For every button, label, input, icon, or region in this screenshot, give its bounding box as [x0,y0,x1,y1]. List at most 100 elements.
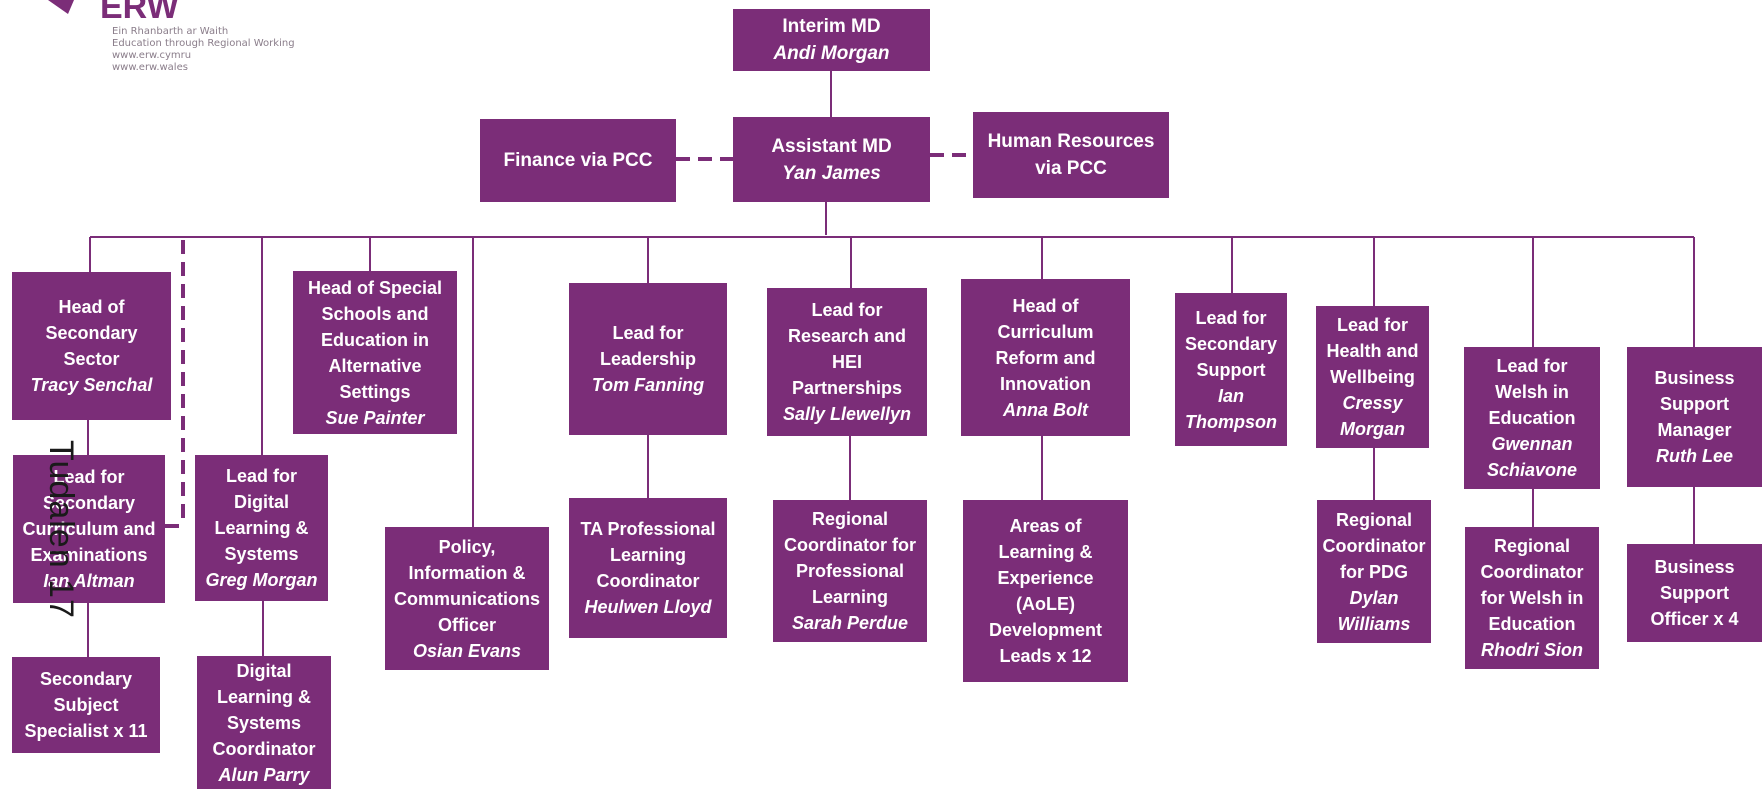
node-title-line: Reform and [995,347,1096,368]
node-title-line: Business [1654,557,1735,577]
node-title-line: Innovation [1000,373,1091,394]
node-person-name: Yan James [782,162,881,184]
node-title-line: Systems [224,544,299,564]
logo-line-3: www.erw.cymru [112,50,192,61]
node-title-line: Coordinator for [784,535,916,555]
node-title-line: Head of Special [307,277,443,298]
node-title-line: Experience [997,568,1094,588]
node-person-name: Cressy Morgan [1340,393,1405,439]
node-person-name: Dylan Williams [1337,587,1411,634]
node-title-line: Digital [233,492,289,512]
node-title-line: Coordinator [212,738,316,759]
erw-logo: ERW Ein Rhanbarth ar Waith Education thr… [40,0,340,90]
node-person-name: Alun Parry [218,764,310,785]
node-title-line: Wellbeing [1330,367,1415,387]
node-title-line: Manager [1657,420,1732,440]
node-title-line: Head of [58,297,125,317]
logo-line-2: Education through Regional Working [112,38,295,49]
node-title-line: Support [1196,359,1266,380]
node-title-line: Systems [226,712,302,733]
node-finance: Finance via PCC [480,119,676,202]
node-title-line: Leadership [599,349,697,369]
node-title-line: Education in [321,329,429,350]
node-title-line: Areas of [1009,516,1082,536]
node-title-line: Lead for [811,300,883,320]
node-person-name: Anna Bolt [1003,399,1088,420]
node-title-line: Education [1488,408,1576,428]
node-title-line: Human Resources [987,131,1155,152]
node-title-line: Regional [811,509,888,529]
node-title-line: for PDG [1339,561,1408,582]
node-title-line: HEI [831,352,862,372]
node-person-name: Andi Morgan [773,43,890,64]
node-title-line: Secondary [42,493,136,513]
node-person-name: Sarah Perdue [791,613,909,633]
node-title-line: Lead for [1336,315,1408,335]
node-title-line: Secondary [39,669,133,689]
node-title-line: TA Professional [580,519,716,539]
node-title-line: Lead for [1195,307,1267,328]
node-title-line: Learning [609,545,686,565]
node-title-line: Assistant MD [771,135,892,157]
node-person-name: Greg Morgan [205,570,318,590]
node-title-line: Lead for [1496,356,1568,376]
node-title-line: Business [1654,368,1735,388]
node-person-name: Ian Altman [43,571,135,591]
node-title-line: Leads x 12 [999,646,1092,666]
node-title-line: Development [988,620,1103,640]
node-title-line: Coordinator [1322,535,1426,556]
node-title-line: Information & [408,562,526,583]
node-person-name: Tom Fanning [591,375,705,395]
node-person-name: Gwennan Schiavone [1486,434,1578,480]
node-title-line: Support [1660,583,1729,603]
node-title-line: Officer [437,614,497,635]
node-title-line: Partnerships [791,378,903,398]
node-title-line: Lead for [612,323,684,343]
node-title-line: Learning & [214,518,309,538]
node-person-name: Heulwen Lloyd [584,597,712,617]
node-title-line: Settings [339,381,411,402]
node-title-line: Education [1488,614,1576,634]
node-title-line: Finance via PCC [503,150,653,171]
node-title-line: Secondary [1184,333,1278,354]
node-person-name: Ruth Lee [1655,446,1733,466]
node-title-line: Regional [1493,536,1570,556]
node-title-line: Welsh in [1495,382,1569,402]
node-title-line: via PCC [1035,158,1107,179]
node-title-line: Curriculum [997,321,1094,342]
node-title-line: Learning [811,587,888,607]
logo-tagline: Ein Rhanbarth ar Waith Education through… [112,26,295,74]
node-title-line: Officer x 4 [1650,609,1739,629]
node-title-line: Lead for [53,467,125,487]
node-title-line: Alternative [328,355,422,376]
node-title-line: (AoLE) [1016,594,1075,614]
node-human-resources: Human Resources via PCC [973,112,1169,198]
node-title-line: Sector [63,349,120,369]
node-title-line: Policy, [438,536,496,557]
logo-wordmark: ERW [100,0,180,22]
erw-logo-mark: ERW [48,0,180,22]
node-title-line: Learning & [998,542,1093,562]
node-title-line: Communications [393,588,540,609]
node-title-line: Regional [1335,509,1412,530]
logo-line-4: www.erw.wales [112,62,188,73]
node-title-line: Health and [1326,341,1419,361]
node-title-line: Digital [236,660,292,681]
